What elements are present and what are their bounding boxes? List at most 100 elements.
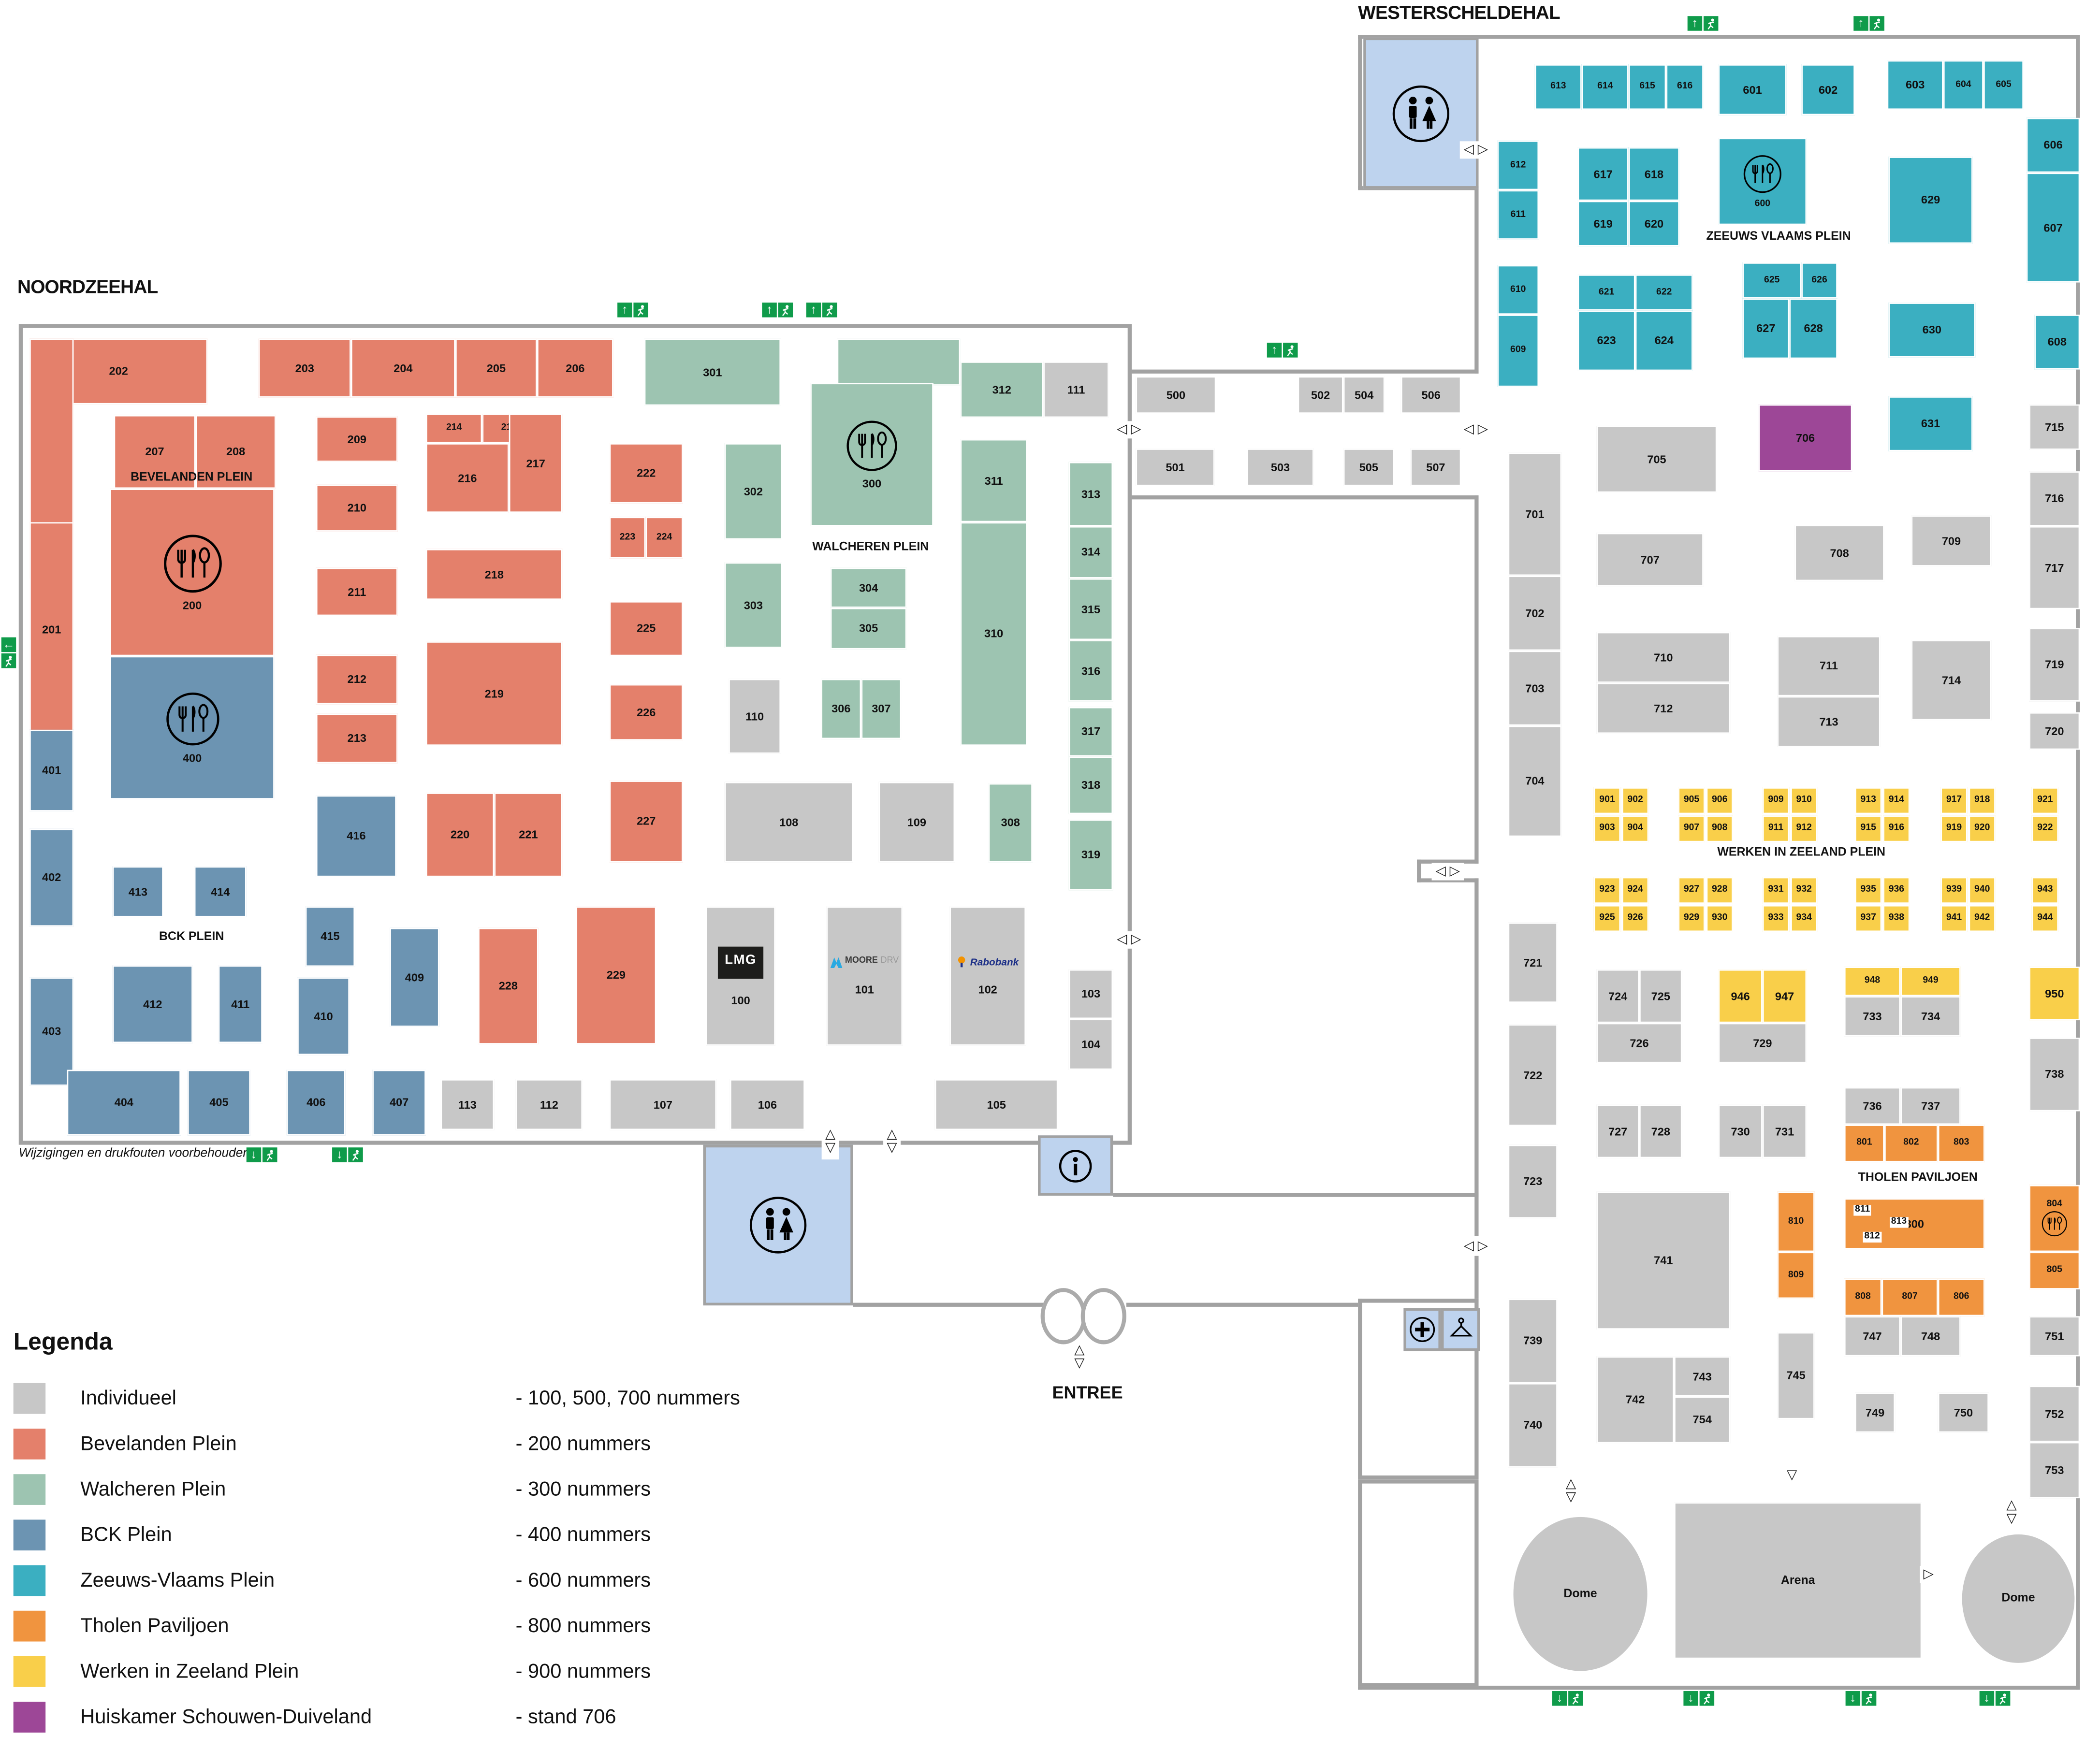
door-icon: △▽ xyxy=(883,1125,901,1160)
entree-label: ENTREE xyxy=(1052,1382,1123,1403)
stand-label: 935 xyxy=(1860,885,1876,895)
legend-item-label: Walcheren Plein xyxy=(80,1477,226,1501)
stand-label: 613 xyxy=(1550,82,1566,92)
stand-701: 701 xyxy=(1508,452,1562,576)
stand-946: 946 xyxy=(1718,969,1763,1023)
legend-item-label: Bevelanden Plein xyxy=(80,1432,237,1455)
stand-720: 720 xyxy=(2029,712,2080,750)
stand-917: 917 xyxy=(1940,787,1968,814)
stand-300: 300 xyxy=(810,383,933,526)
stand-label: 505 xyxy=(1359,460,1379,474)
plein-label: WALCHEREN PLEIN xyxy=(812,539,929,553)
stand-228: 228 xyxy=(478,927,539,1044)
running-person-icon xyxy=(1707,18,1714,29)
stand-label: 415 xyxy=(321,929,340,943)
stand-909: 909 xyxy=(1762,787,1790,814)
stand-311: 311 xyxy=(960,439,1027,522)
stand-630: 630 xyxy=(1888,303,1976,358)
stand-608: 608 xyxy=(2034,315,2080,370)
legend-swatch xyxy=(13,1382,46,1414)
stand-label: 630 xyxy=(1922,322,1941,336)
stand-611: 611 xyxy=(1497,190,1539,240)
stand-716: 716 xyxy=(2029,471,2080,526)
stand-label: 409 xyxy=(405,970,424,983)
stand-111: 111 xyxy=(1043,362,1109,418)
stand-929: 929 xyxy=(1678,905,1705,932)
stand-901: 901 xyxy=(1593,787,1621,814)
plein-label: THOLEN PAVILJOEN xyxy=(1858,1170,1978,1184)
emergency-exit-icon: ↓ xyxy=(1683,1691,1715,1706)
running-person-icon xyxy=(5,655,12,666)
hall-wall xyxy=(1131,369,1479,374)
door-icon: ◁ ▷ xyxy=(1459,421,1492,439)
stand-505: 505 xyxy=(1343,448,1394,486)
emergency-exit-icon: ↑ xyxy=(1853,16,1884,31)
stand-label: 904 xyxy=(1627,824,1643,834)
stand-label: 913 xyxy=(1860,795,1876,805)
stand-label: 726 xyxy=(1630,1035,1649,1049)
stand-731: 731 xyxy=(1762,1104,1807,1158)
stand-707: 707 xyxy=(1596,533,1704,587)
stand-208: 208 xyxy=(195,415,276,489)
stand-label: 916 xyxy=(1888,824,1905,834)
legend-swatch xyxy=(13,1655,46,1687)
stand-label: 207 xyxy=(145,444,164,458)
legend-item-label: Individueel xyxy=(80,1386,176,1409)
stand-label: 612 xyxy=(1510,160,1526,170)
stand-730: 730 xyxy=(1718,1104,1763,1158)
stand-label: 707 xyxy=(1640,552,1660,566)
stand-947: 947 xyxy=(1762,969,1807,1023)
restaurant-icon xyxy=(845,419,899,473)
stand-939: 939 xyxy=(1940,877,1968,904)
stand-314: 314 xyxy=(1068,526,1113,579)
dome-right: Dome xyxy=(1962,1534,2075,1663)
stand-label: Arena xyxy=(1780,1573,1815,1587)
stand-927: 927 xyxy=(1678,877,1705,904)
stand-label: 101 xyxy=(855,982,874,996)
stand-413: 413 xyxy=(112,866,163,917)
stand-627: 627 xyxy=(1742,298,1790,359)
stand-930: 930 xyxy=(1706,905,1733,932)
stand-928: 928 xyxy=(1706,877,1733,904)
stand-label: 920 xyxy=(1974,824,1990,834)
stand-label: 719 xyxy=(2045,657,2064,671)
stand-label: 938 xyxy=(1888,913,1905,923)
hall-wall xyxy=(1417,859,1421,882)
stand-220: 220 xyxy=(425,793,495,877)
legend-item-value: - 200 nummers xyxy=(515,1432,651,1455)
stand-label: 103 xyxy=(1081,986,1101,1000)
stand-label: 910 xyxy=(1796,795,1812,805)
stand-label: 607 xyxy=(2043,220,2063,234)
toilets-area xyxy=(1363,37,1479,189)
legend-swatch xyxy=(13,1428,46,1459)
stand-736: 736 xyxy=(1844,1087,1901,1125)
stand-label: 304 xyxy=(859,580,878,594)
stand-sub-label: 813 xyxy=(1890,1217,1908,1229)
stand-614: 614 xyxy=(1581,64,1629,110)
restaurant-icon xyxy=(161,533,223,594)
stand-label: 907 xyxy=(1683,824,1700,834)
stand-label: 400 xyxy=(182,751,202,765)
stand-label: 203 xyxy=(295,361,314,375)
stand-label: 909 xyxy=(1768,795,1784,805)
hall-wall xyxy=(1126,1302,1358,1307)
running-person-icon xyxy=(1999,1692,2006,1704)
stand-label: 626 xyxy=(1811,275,1827,285)
stand-706: 706 xyxy=(1758,404,1852,472)
stand-507: 507 xyxy=(1410,448,1461,486)
stand-label: 806 xyxy=(1954,1292,1969,1302)
wc-icon xyxy=(749,1196,808,1255)
stand-410: 410 xyxy=(297,977,350,1056)
stand-712: 712 xyxy=(1596,682,1731,734)
stand-310: 310 xyxy=(960,522,1027,746)
stand-label: 605 xyxy=(1996,80,2012,90)
stand-752: 752 xyxy=(2029,1386,2080,1442)
stand-label: 502 xyxy=(1311,388,1330,401)
stand-label: 209 xyxy=(347,432,366,446)
stand-106: 106 xyxy=(729,1079,805,1130)
stand-414: 414 xyxy=(194,866,247,917)
stand-label: 723 xyxy=(1523,1174,1543,1188)
emergency-exit-icon: ↑ xyxy=(806,303,837,318)
stand-label: 747 xyxy=(1863,1329,1882,1343)
stand-label: 927 xyxy=(1683,885,1700,895)
